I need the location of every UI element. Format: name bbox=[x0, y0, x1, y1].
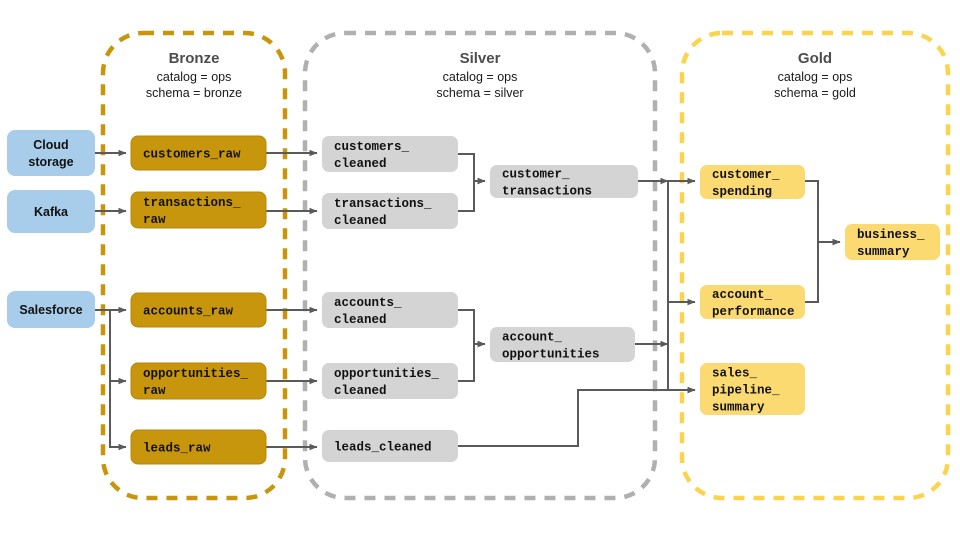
node-box-customers-cleaned[interactable] bbox=[322, 136, 458, 172]
node-label-transactions-raw: transactions_ bbox=[143, 196, 241, 210]
zone-catalog-bronze: catalog = ops bbox=[157, 70, 232, 84]
node-box-customer-transactions[interactable] bbox=[490, 165, 638, 198]
edge-accounts-cleaned-to-account-opportunities bbox=[458, 309, 486, 348]
node-label-transactions-cleaned: cleaned bbox=[334, 214, 387, 228]
node-opportunities-raw[interactable]: opportunities_raw bbox=[130, 362, 267, 400]
node-box-accounts-cleaned[interactable] bbox=[322, 292, 458, 328]
node-label-salesforce: Salesforce bbox=[19, 303, 82, 317]
node-label-account-performance: account_ bbox=[712, 288, 773, 302]
node-label-opportunities-cleaned: cleaned bbox=[334, 384, 387, 398]
node-box-account-performance[interactable] bbox=[700, 285, 805, 319]
zone-catalog-silver: catalog = ops bbox=[443, 70, 518, 84]
zone-silver: Silver catalog = ops schema = silver bbox=[302, 30, 658, 501]
edge-opportunities-cleaned-to-account-opportunities bbox=[458, 340, 486, 382]
zone-title-gold: Gold bbox=[798, 50, 832, 67]
node-box-salesforce[interactable] bbox=[7, 291, 95, 328]
node-box-customers-raw[interactable] bbox=[130, 135, 267, 171]
zone-schema-gold: schema = gold bbox=[774, 86, 856, 100]
node-account-opportunities[interactable]: account_ opportunities bbox=[490, 327, 635, 362]
zone-schema-silver: schema = silver bbox=[436, 86, 523, 100]
node-label-accounts-raw: accounts_raw bbox=[143, 305, 234, 319]
zone-title-bronze: Bronze bbox=[169, 50, 220, 67]
node-label-cloud-storage: storage bbox=[28, 155, 73, 169]
node-label-customer-spending: spending bbox=[712, 185, 772, 199]
node-account-performance[interactable]: account_ performance bbox=[700, 285, 805, 319]
zone-gold: Gold catalog = ops schema = gold bbox=[679, 30, 951, 501]
edge-customers-cleaned-to-customer-transactions bbox=[458, 153, 486, 185]
node-business-summary[interactable]: business_summary bbox=[845, 224, 940, 260]
node-box-transactions-cleaned[interactable] bbox=[322, 193, 458, 229]
node-box-accounts-raw[interactable] bbox=[130, 292, 267, 328]
node-label-sales-pipeline-summary: sales_ bbox=[712, 367, 758, 381]
node-label-business-summary: summary bbox=[857, 245, 910, 259]
edge-account-performance-to-business-summary bbox=[805, 238, 841, 303]
node-box-kafka[interactable] bbox=[7, 190, 95, 233]
node-label-sales-pipeline-summary: summary bbox=[712, 401, 765, 415]
node-label-customer-transactions: customer_ bbox=[502, 168, 570, 182]
node-box-leads-cleaned[interactable] bbox=[322, 430, 458, 462]
node-label-business-summary: business_ bbox=[857, 228, 925, 242]
edge-customer-spending-to-business-summary bbox=[805, 180, 841, 246]
zone-schema-bronze: schema = bronze bbox=[146, 86, 242, 100]
node-customers-cleaned[interactable]: customers_cleaned bbox=[322, 136, 458, 172]
node-box-opportunities-raw[interactable] bbox=[130, 362, 267, 400]
zone-containers: Bronze catalog = ops schema = bronze Silver… bbox=[100, 30, 951, 501]
node-label-accounts-cleaned: cleaned bbox=[334, 313, 387, 327]
node-label-customer-transactions: transactions bbox=[502, 185, 592, 199]
zone-catalog-gold: catalog = ops bbox=[778, 70, 853, 84]
node-box-opportunities-cleaned[interactable] bbox=[322, 363, 458, 399]
node-label-leads-cleaned: leads_cleaned bbox=[334, 441, 432, 455]
node-leads-raw[interactable]: leads_raw bbox=[130, 429, 267, 465]
node-label-customers-cleaned: cleaned bbox=[334, 157, 387, 171]
node-cloud-storage[interactable]: Cloud storage bbox=[7, 130, 95, 176]
node-box-customer-spending[interactable] bbox=[700, 165, 805, 199]
node-label-leads-raw: leads_raw bbox=[143, 442, 211, 456]
zone-border-bronze bbox=[100, 30, 288, 501]
node-box-account-opportunities[interactable] bbox=[490, 327, 635, 362]
node-label-customers-raw: customers_raw bbox=[143, 148, 241, 162]
node-label-accounts-cleaned: accounts_ bbox=[334, 296, 402, 310]
node-customer-transactions[interactable]: customer_ transactions bbox=[490, 165, 638, 199]
node-box-transactions-raw[interactable] bbox=[130, 191, 267, 229]
node-accounts-cleaned[interactable]: accounts_cleaned bbox=[322, 292, 458, 328]
node-label-account-opportunities: account_ bbox=[502, 331, 563, 345]
node-leads-cleaned[interactable]: leads_cleaned bbox=[322, 430, 458, 462]
node-boxes: CloudstorageKafkaSalesforcecustomers_raw… bbox=[7, 130, 940, 465]
edge-salesforce-to-leads-raw bbox=[109, 310, 127, 451]
node-accounts-raw[interactable]: accounts_raw bbox=[130, 292, 267, 328]
node-label-customer-spending: customer_ bbox=[712, 168, 780, 182]
node-label-opportunities-cleaned: opportunities_ bbox=[334, 367, 440, 381]
node-transactions-cleaned[interactable]: transactions_cleaned bbox=[322, 193, 458, 229]
node-label-cloud-storage: Cloud bbox=[33, 138, 68, 152]
node-label-account-opportunities: opportunities bbox=[502, 348, 600, 362]
node-box-cloud-storage[interactable] bbox=[7, 130, 95, 176]
node-kafka[interactable]: Kafka bbox=[7, 190, 95, 233]
node-box-leads-raw[interactable] bbox=[130, 429, 267, 465]
node-label-customers-cleaned: customers_ bbox=[334, 140, 410, 154]
edge-leads-cleaned-to-sales-pipeline-summary bbox=[458, 386, 696, 447]
node-customers-raw[interactable]: customers_raw bbox=[130, 135, 267, 171]
zone-border-silver bbox=[302, 30, 658, 501]
node-transactions-raw[interactable]: transactions_raw bbox=[130, 191, 267, 229]
node-box-business-summary[interactable] bbox=[845, 224, 940, 260]
node-opportunities-cleaned[interactable]: opportunities_cleaned bbox=[322, 363, 458, 399]
edge-transactions-cleaned-to-customer-transactions bbox=[458, 177, 486, 212]
zone-title-silver: Silver bbox=[460, 50, 501, 67]
node-box-sales-pipeline-summary[interactable] bbox=[700, 363, 805, 415]
node-label-transactions-cleaned: transactions_ bbox=[334, 197, 432, 211]
zone-bronze: Bronze catalog = ops schema = bronze bbox=[100, 30, 288, 501]
node-label-account-performance: performance bbox=[712, 305, 795, 319]
node-label-transactions-raw: raw bbox=[143, 213, 166, 227]
node-label-sales-pipeline-summary: pipeline_ bbox=[712, 384, 780, 398]
edge-salesforce-to-opportunities-raw bbox=[109, 310, 127, 385]
node-salesforce[interactable]: Salesforce bbox=[7, 291, 95, 328]
zone-border-gold bbox=[679, 30, 951, 501]
node-sales-pipeline-summary[interactable]: sales_ pipeline_summary bbox=[700, 363, 805, 415]
node-label-opportunities-raw: opportunities_ bbox=[143, 367, 249, 381]
node-customer-spending[interactable]: customer_ spending bbox=[700, 165, 805, 199]
node-label-opportunities-raw: raw bbox=[143, 384, 166, 398]
node-label-kafka: Kafka bbox=[34, 205, 69, 219]
edge-connectors bbox=[95, 149, 841, 451]
